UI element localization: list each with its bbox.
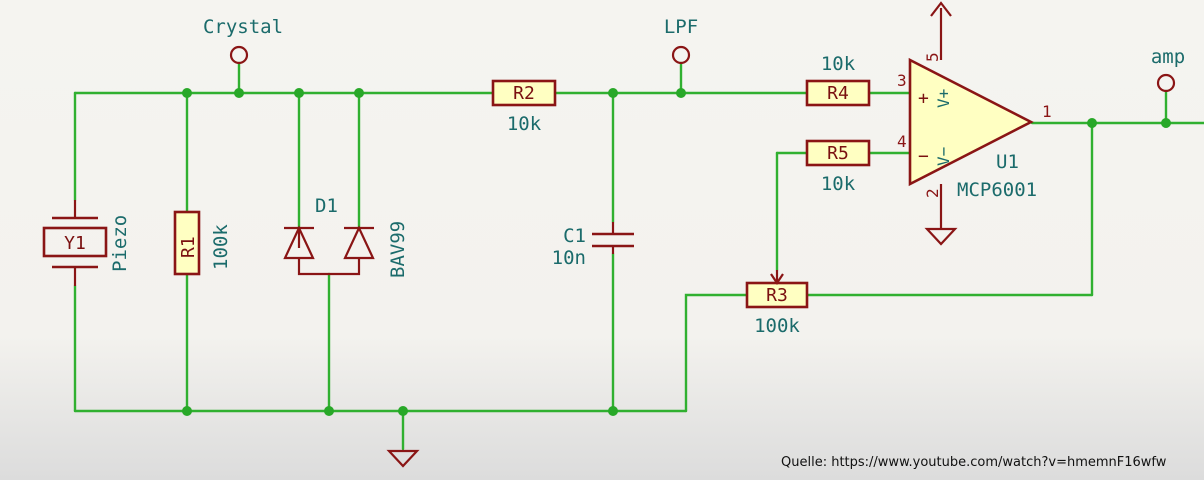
- net-label-amp-text: amp: [1151, 46, 1185, 68]
- u1-value: MCP6001: [957, 179, 1037, 201]
- y1-value: Piezo: [109, 215, 131, 272]
- resistor-r1[interactable]: R1 100k: [173, 210, 232, 276]
- net-label-amp: amp: [1151, 46, 1185, 93]
- c1-ref: C1: [563, 225, 586, 247]
- u1-plus-sign: +: [918, 88, 929, 109]
- u1-pin-5: 5: [923, 52, 942, 62]
- crystal-y1[interactable]: Y1 Piezo: [42, 200, 131, 286]
- u1-pin-1: 1: [1042, 102, 1052, 121]
- capacitor-c1[interactable]: C1 10n: [552, 222, 634, 269]
- d1-ref: D1: [315, 195, 338, 217]
- u1-vplus-name: V+: [934, 89, 953, 108]
- r5-value: 10k: [821, 173, 856, 195]
- r3-value: 100k: [754, 315, 800, 337]
- u1-pin-2: 2: [923, 188, 942, 198]
- potentiometer-r3[interactable]: R3 100k: [745, 270, 809, 337]
- resistor-r4[interactable]: R4 10k: [805, 53, 871, 107]
- net-label-lpf: LPF: [664, 16, 698, 65]
- diode-d1[interactable]: D1 BAV99: [283, 195, 409, 278]
- r5-ref: R5: [827, 143, 849, 164]
- resistor-r5[interactable]: R5 10k: [805, 139, 871, 195]
- net-label-crystal: Crystal: [203, 16, 283, 65]
- source-credit: Quelle: https://www.youtube.com/watch?v=…: [781, 455, 1167, 470]
- r1-value: 100k: [210, 224, 232, 270]
- net-label-crystal-text: Crystal: [203, 16, 283, 38]
- r2-value: 10k: [507, 113, 542, 135]
- r4-ref: R4: [827, 83, 849, 104]
- junctions: [182, 88, 1171, 416]
- u1-pin-3: 3: [897, 71, 907, 90]
- u1-ref: U1: [996, 151, 1019, 173]
- net-label-lpf-text: LPF: [664, 16, 698, 38]
- opamp-u1[interactable]: 3 4 1 5 2 + − V+ V− U1 MCP6001: [897, 1, 1052, 229]
- ground-symbol-main: [386, 449, 420, 468]
- r1-ref: R1: [178, 236, 199, 258]
- r3-ref: R3: [766, 285, 788, 306]
- r2-ref: R2: [513, 83, 535, 104]
- u1-minus-sign: −: [918, 146, 929, 167]
- r4-value: 10k: [821, 53, 856, 75]
- resistor-r2[interactable]: R2 10k: [491, 79, 557, 135]
- c1-value: 10n: [552, 247, 586, 269]
- u1-pin-4: 4: [897, 132, 907, 151]
- u1-vminus-name: V−: [934, 147, 953, 166]
- y1-ref: Y1: [64, 233, 86, 254]
- d1-value: BAV99: [387, 221, 409, 278]
